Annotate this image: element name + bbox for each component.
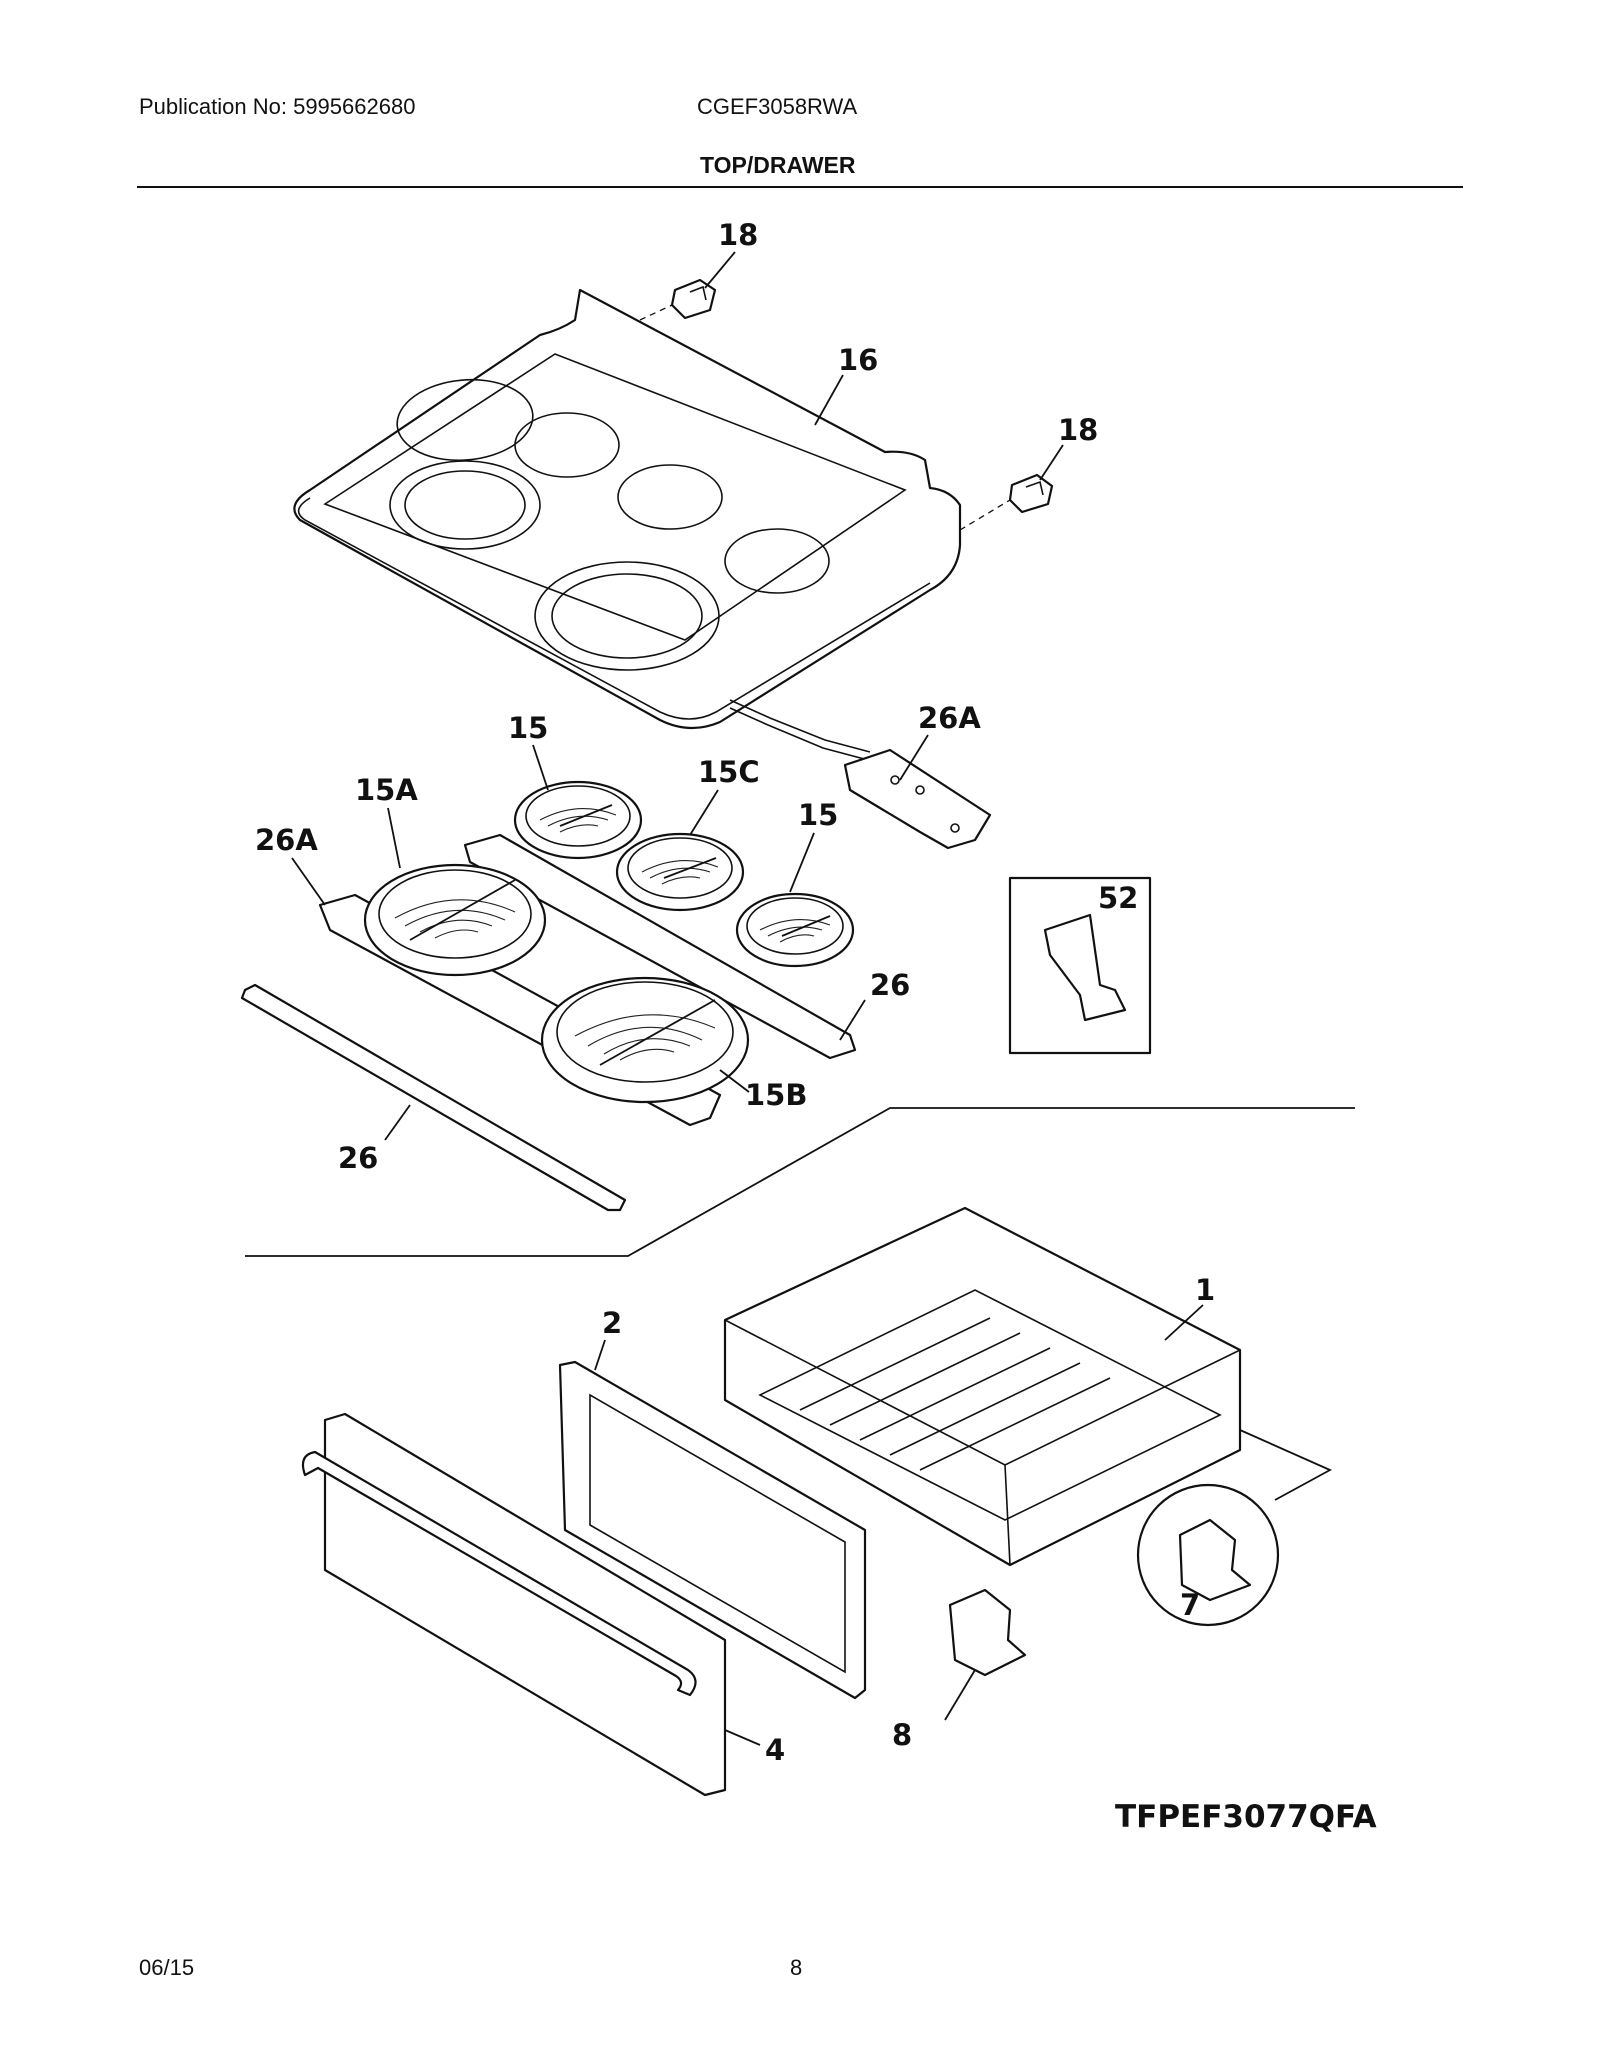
- callout-1: 1: [1195, 1273, 1215, 1307]
- cooktop-glass: [293, 288, 962, 761]
- footer-date: 06/15: [139, 1955, 195, 1980]
- publication-number: Publication No: 5995662680: [139, 94, 416, 119]
- callout-52: 52: [1098, 881, 1138, 915]
- callout-15B: 15B: [745, 1078, 807, 1112]
- callout-26-right: 26: [870, 968, 910, 1002]
- element-15C: [615, 832, 745, 912]
- callouts: 18 16 18 26A 15 15C 15 15A 26A 52 26 15B…: [255, 218, 1215, 1767]
- element-15B: [540, 976, 750, 1104]
- callout-15A: 15A: [355, 773, 418, 807]
- section-title: TOP/DRAWER: [700, 152, 856, 178]
- callout-2: 2: [602, 1306, 622, 1340]
- callout-15-right: 15: [798, 798, 838, 832]
- element-15-right: [735, 892, 855, 968]
- callout-18a: 18: [718, 218, 758, 252]
- header-rule: [137, 186, 1463, 188]
- callout-26A-left: 26A: [255, 823, 318, 857]
- element-15-top: [513, 780, 643, 860]
- callout-26A-top: 26A: [918, 701, 981, 735]
- drawer-inner-panel: [558, 1360, 867, 1700]
- inset-7: [1136, 1483, 1280, 1627]
- drawer-front: [301, 1412, 727, 1797]
- callout-8: 8: [892, 1718, 912, 1752]
- diagram-code: TFPEF3077QFA: [1115, 1799, 1377, 1835]
- callout-18b: 18: [1058, 413, 1098, 447]
- clip-18-right: [1008, 473, 1054, 514]
- callout-7: 7: [1180, 1588, 1200, 1622]
- terminal-block: [843, 748, 992, 850]
- element-15A: [363, 863, 547, 977]
- callout-15C: 15C: [698, 755, 760, 789]
- support-strip-26: [240, 983, 627, 1212]
- drawer-box: [723, 1206, 1242, 1567]
- callout-15-top: 15: [508, 711, 548, 745]
- callout-16: 16: [838, 343, 878, 377]
- callout-4: 4: [765, 1733, 785, 1767]
- footer-page-number: 8: [790, 1955, 803, 1980]
- clip-18-top: [670, 278, 717, 320]
- model-number: CGEF3058RWA: [697, 94, 858, 119]
- drawer-glide-8: [948, 1588, 1027, 1677]
- inset-52: [1008, 876, 1152, 1055]
- callout-26-bottom: 26: [338, 1141, 378, 1175]
- leader-lines: [291, 251, 1204, 1746]
